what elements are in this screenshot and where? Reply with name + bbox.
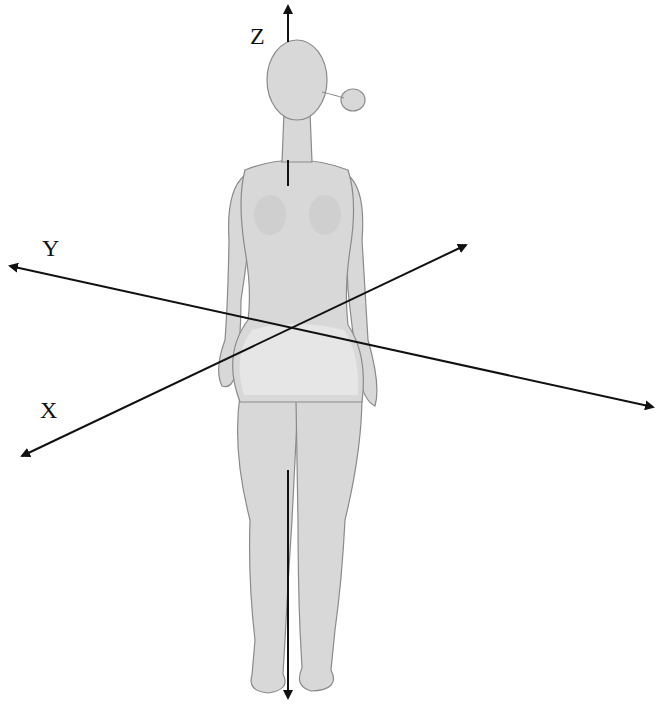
y-axis [10,266,653,407]
body-shading [240,195,359,395]
z-axis-neck [287,160,289,186]
axis-label: Y [42,236,59,260]
human-figure [219,40,377,693]
coordinate-axes [10,6,653,698]
x-axis [22,245,466,456]
z-axis-bottom [287,470,289,698]
axis-label: X [40,398,57,422]
axis-label: Z [250,24,265,48]
z-axis-top [287,6,289,42]
